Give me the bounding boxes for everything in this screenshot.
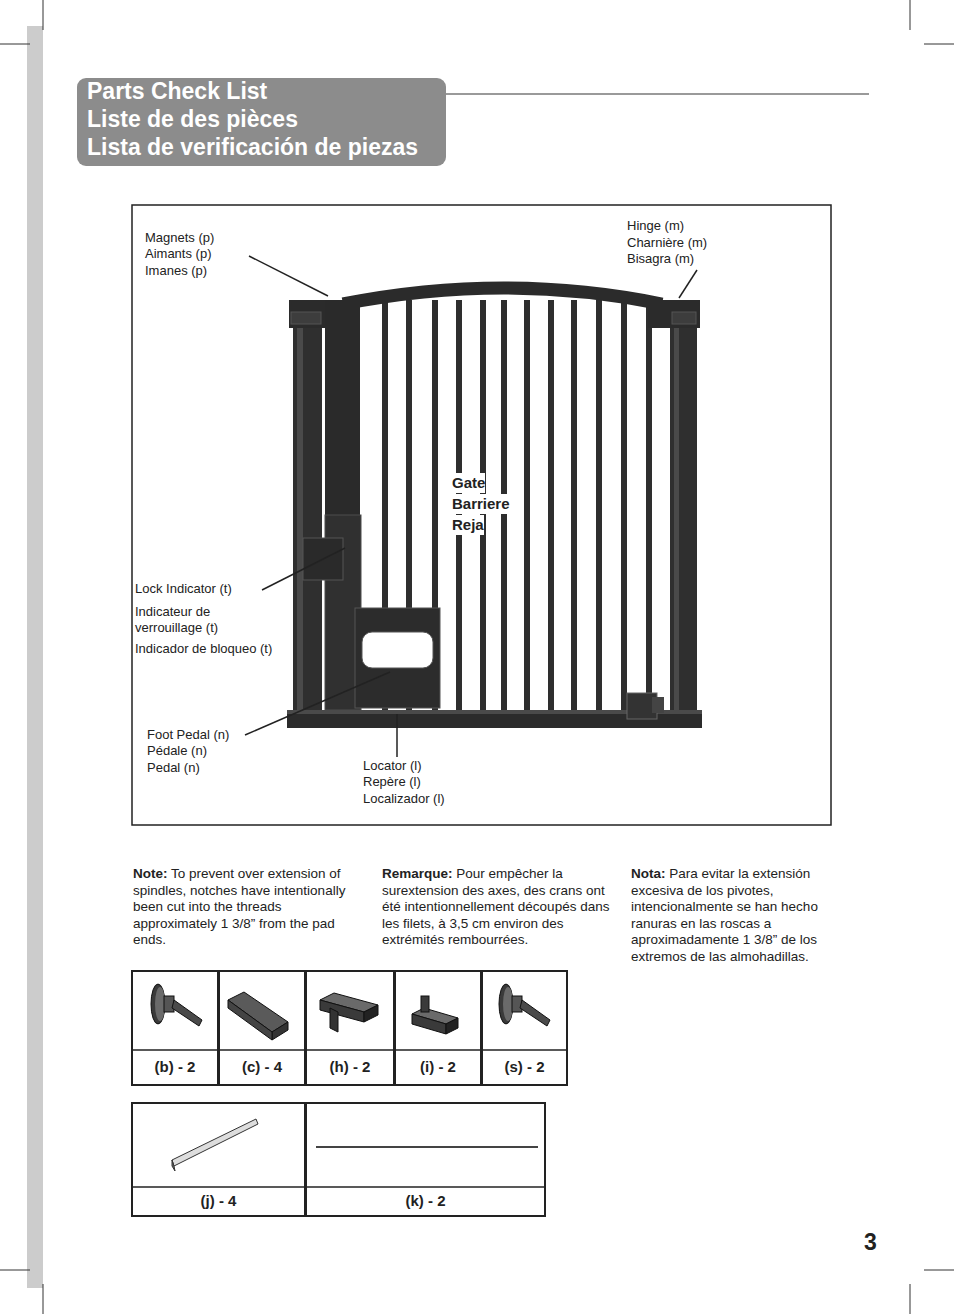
banner-heading: Liste de des pièces [87,105,298,133]
part-cell: (h) - 2 [305,970,395,1086]
leader-lines [245,256,697,757]
main-label: Barriere [452,494,510,514]
part-label: Hinge (m) [627,218,684,234]
part-count: (i) - 2 [396,1058,480,1076]
part-cell: (s) - 2 [481,970,568,1086]
part-label: Pedal (n) [147,760,200,776]
part-count: (b) - 2 [133,1058,217,1076]
part-label: Locator (l) [363,758,422,774]
part-label: Pédale (n) [147,743,207,759]
table-rules [131,1050,567,1187]
gate-illustration [287,288,702,728]
diagram-frame [132,205,831,825]
rule-line [446,93,869,95]
note-text: Note: To prevent over extension of spind… [133,866,355,949]
leader-line [262,548,345,590]
main-label: Gate [452,473,485,493]
part-label: Bisagra (m) [627,251,694,267]
note-text: Nota: Para evitar la extensión excesiva … [631,866,846,965]
part-count: (j) - 4 [133,1192,304,1210]
banner-heading: Lista de verificación de piezas [87,133,418,161]
title-banner [77,78,446,166]
part-cell: (i) - 2 [394,970,482,1086]
part-cell: (k) - 2 [305,1102,546,1217]
part-count: (k) - 2 [307,1192,544,1210]
part-label: Foot Pedal (n) [147,727,229,743]
part-count: (c) - 4 [220,1058,304,1076]
part-label: Lock Indicator (t) [135,581,232,597]
page-number: 3 [864,1228,877,1256]
note-text: Remarque: Pour empêcher la surextension … [382,866,612,949]
main-label: Reja [452,515,484,535]
banner-title: Parts Check List [87,77,267,105]
leader-line [249,256,328,296]
leader-line [396,714,398,757]
side-band [27,26,43,1288]
knob-screw-icon [499,984,550,1026]
part-label: Repère (l) [363,774,421,790]
part-count: (s) - 2 [483,1058,566,1076]
part-cell: (b) - 2 [131,970,219,1086]
part-count: (h) - 2 [307,1058,393,1076]
part-label: Indicador de bloqueo (t) [135,641,272,657]
knob-screw-icon [151,984,202,1026]
part-label: Indicateur de verrouillage (t) [135,604,247,636]
part-label: Charnière (m) [627,235,707,251]
part-label: Localizador (l) [363,791,445,807]
part-cell: (j) - 4 [131,1102,306,1217]
part-cell: (c) - 4 [218,970,306,1086]
part-label: Imanes (p) [145,263,207,279]
part-icons [151,984,550,1171]
leader-line [679,270,697,298]
leader-line [245,672,390,735]
part-label: Magnets (p) [145,230,214,246]
part-label: Aimants (p) [145,246,211,262]
